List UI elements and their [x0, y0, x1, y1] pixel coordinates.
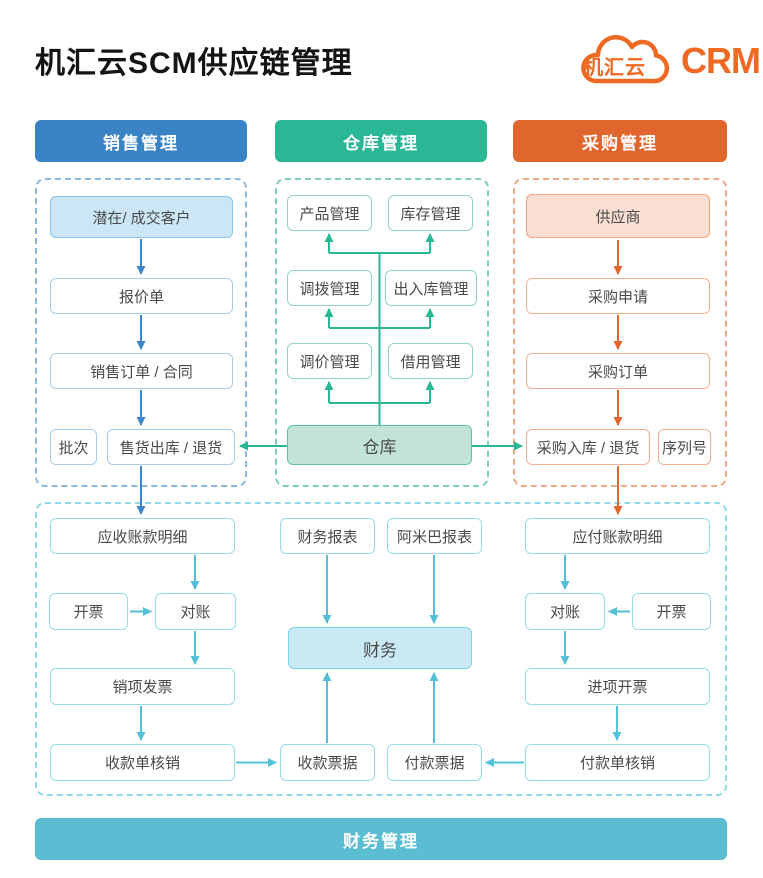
node-invoice-left: 开票 — [49, 593, 128, 630]
node-receivable-detail: 应收账款明细 — [50, 518, 235, 554]
page-title: 机汇云SCM供应链管理 — [35, 47, 353, 80]
node-supplier: 供应商 — [526, 194, 710, 238]
node-product-mgmt: 产品管理 — [287, 195, 372, 231]
header-warehouse: 仓库管理 — [275, 120, 487, 162]
node-input-invoice: 进项开票 — [525, 668, 710, 705]
node-amoeba-report: 阿米巴报表 — [387, 518, 482, 554]
header-purchase: 采购管理 — [513, 120, 727, 162]
node-payment-bill: 付款票据 — [387, 744, 482, 781]
node-payment-writeoff: 付款单核销 — [525, 744, 710, 781]
node-sales-invoice: 销项发票 — [50, 668, 235, 705]
node-transfer-mgmt: 调拨管理 — [287, 270, 372, 306]
node-sales-outbound: 售货出库 / 退货 — [107, 429, 235, 465]
node-potential-customer: 潜在/ 成交客户 — [50, 196, 233, 238]
node-inventory-mgmt: 库存管理 — [388, 195, 473, 231]
node-purchase-request: 采购申请 — [526, 278, 710, 314]
node-receipt-writeoff: 收款单核销 — [50, 744, 235, 781]
node-reconciliation-left: 对账 — [155, 593, 236, 630]
finance-group-container — [35, 502, 727, 796]
node-financial-report: 财务报表 — [280, 518, 375, 554]
logo-brand-text: CRM — [681, 40, 761, 81]
cloud-icon — [581, 35, 670, 84]
node-borrow-mgmt: 借用管理 — [388, 343, 473, 379]
node-reprice-mgmt: 调价管理 — [287, 343, 372, 379]
node-invoice-right: 开票 — [632, 593, 711, 630]
node-purchase-order: 采购订单 — [526, 353, 710, 389]
node-finance-hub: 财务 — [288, 627, 472, 669]
node-serial-number: 序列号 — [658, 429, 711, 465]
node-receipt-bill: 收款票据 — [280, 744, 375, 781]
node-purchase-inbound: 采购入库 / 退货 — [526, 429, 650, 465]
node-warehouse-hub: 仓库 — [287, 425, 472, 465]
node-payable-detail: 应付账款明细 — [525, 518, 710, 554]
warehouse-group-container — [275, 178, 489, 487]
node-inout-mgmt: 出入库管理 — [385, 270, 477, 306]
node-quotation: 报价单 — [50, 278, 233, 314]
brand-logo: 机汇云 CRM — [568, 34, 761, 90]
node-reconciliation-right: 对账 — [525, 593, 605, 630]
logo-cloud-text: 机汇云 — [583, 57, 646, 79]
node-sales-order: 销售订单 / 合同 — [50, 353, 233, 389]
purchase-group-container — [513, 178, 727, 487]
node-batch: 批次 — [50, 429, 97, 465]
header-sales: 销售管理 — [35, 120, 247, 162]
header-finance: 财务管理 — [35, 818, 727, 860]
